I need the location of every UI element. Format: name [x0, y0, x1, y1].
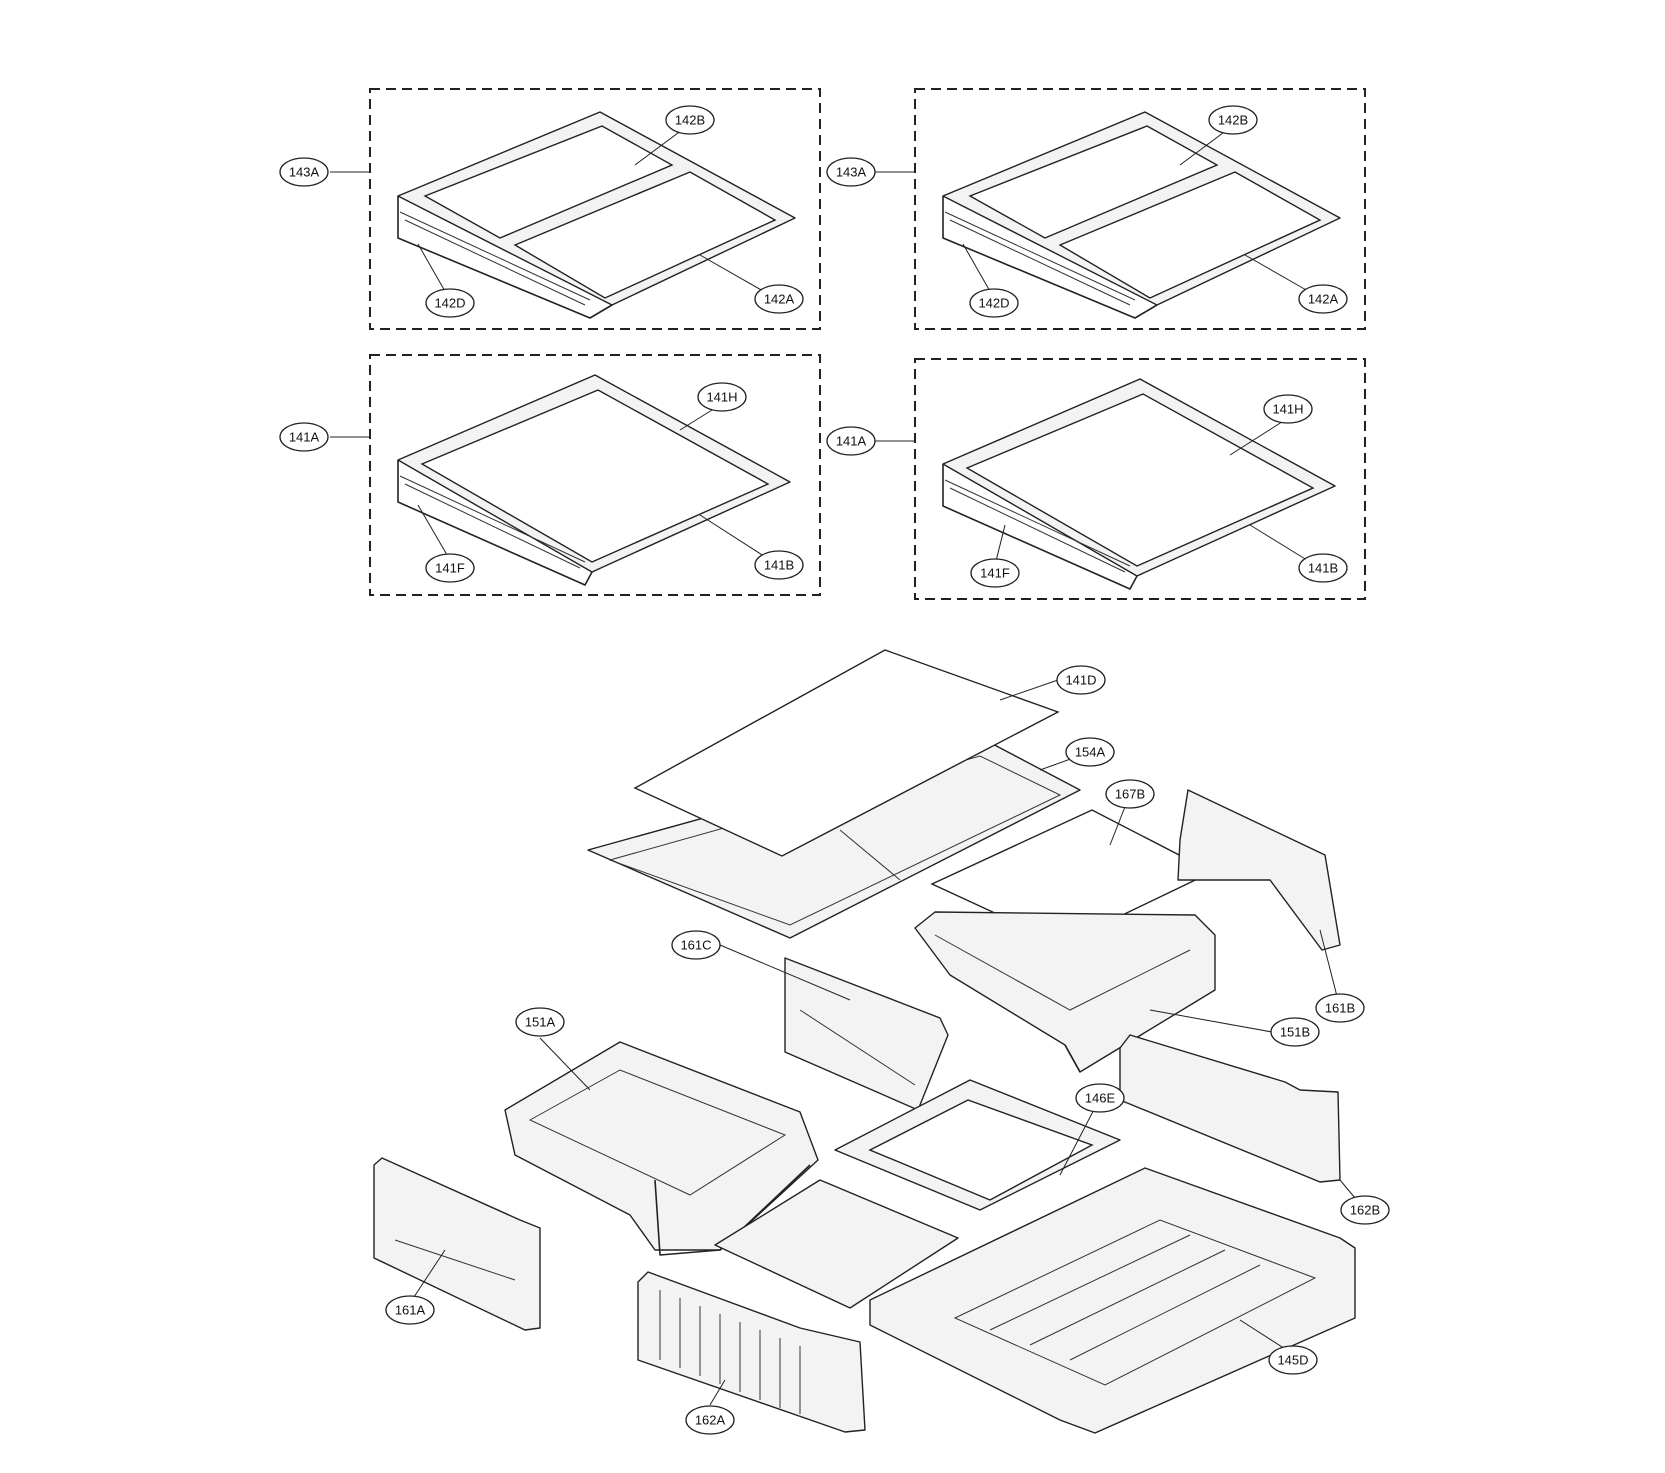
callout-162B: 162B [1340, 1195, 1390, 1225]
callout-145D-label: 145D [1277, 1353, 1308, 1368]
callout-141D-label: 141D [1065, 673, 1096, 688]
callout-142A-right: 142A [1298, 284, 1348, 314]
glass-142A-left [513, 171, 777, 299]
callout-141F-right: 141F [970, 558, 1020, 588]
callout-151B-label: 151B [1280, 1025, 1310, 1040]
panel-161C [784, 957, 949, 1111]
callout-161A-label: 161A [395, 1303, 426, 1318]
callout-142B-right-label: 142B [1218, 113, 1248, 128]
rail-162B [1119, 1034, 1341, 1183]
callout-162A: 162A [685, 1405, 735, 1435]
glass-141H-right [965, 393, 1315, 567]
glass-142B-right [968, 125, 1219, 239]
assembly-box-141A-right [914, 358, 1366, 600]
callout-141F-left-label: 141F [435, 561, 465, 576]
callout-142D-right: 142D [969, 288, 1019, 318]
callout-141H-left: 141H [697, 382, 747, 412]
callout-151A-label: 151A [525, 1015, 556, 1030]
panel-161B [1177, 789, 1341, 951]
assembly-box-143A-left [369, 88, 821, 330]
callout-162A-label: 162A [695, 1413, 726, 1428]
grille-162A [637, 1271, 866, 1433]
callout-142A-left: 142A [754, 284, 804, 314]
assembly-box-141A-left [369, 354, 821, 596]
callout-141F-left: 141F [425, 553, 475, 583]
callout-142B-left-label: 142B [675, 113, 705, 128]
callout-141H-left-label: 141H [706, 390, 737, 405]
tray-145D [869, 1167, 1356, 1434]
shelf-lower-middle [714, 1179, 959, 1309]
callout-142B-right: 142B [1208, 105, 1258, 135]
panel-161A [373, 1157, 541, 1331]
callout-154A-label: 154A [1075, 745, 1106, 760]
glass-142A-right [1058, 171, 1322, 299]
shelf-split-right-group [875, 88, 1366, 330]
callout-161B-label: 161B [1325, 1001, 1355, 1016]
callout-143A-left-label: 143A [289, 165, 320, 180]
callout-141F-right-label: 141F [980, 566, 1010, 581]
callout-161B: 161B [1315, 993, 1365, 1023]
drawer-151B [914, 911, 1216, 1073]
callout-141B-right-label: 141B [1308, 561, 1338, 576]
callout-151B: 151B [1270, 1017, 1320, 1047]
callout-142D-right-label: 142D [978, 296, 1009, 311]
callout-141B-right: 141B [1298, 553, 1348, 583]
callout-141B-left: 141B [754, 550, 804, 580]
callout-161C-label: 161C [680, 938, 711, 953]
glass-141D [633, 649, 1060, 857]
callout-145D: 145D [1268, 1345, 1318, 1375]
callout-142B-left: 142B [665, 105, 715, 135]
assembly-box-143A-right [914, 88, 1366, 330]
callout-143A-right: 143A [826, 157, 876, 187]
crisper-assembly-group [373, 649, 1366, 1434]
callout-141H-right-label: 141H [1272, 402, 1303, 417]
callout-141A-right: 141A [826, 426, 876, 456]
callout-167B: 167B [1105, 779, 1155, 809]
callout-141D: 141D [1056, 665, 1106, 695]
callout-143A-left: 143A [279, 157, 329, 187]
callout-143A-right-label: 143A [836, 165, 867, 180]
callout-141H-right: 141H [1263, 394, 1313, 424]
callout-161C: 161C [671, 930, 721, 960]
callout-167B-label: 167B [1115, 787, 1145, 802]
callout-146E: 146E [1075, 1083, 1125, 1113]
glass-142B-left [423, 125, 674, 239]
shelf-full-right-group [875, 358, 1366, 600]
callout-161A: 161A [385, 1295, 435, 1325]
shelf-full-left-group [330, 354, 821, 596]
callout-142A-left-label: 142A [764, 292, 795, 307]
callout-142A-right-label: 142A [1308, 292, 1339, 307]
callout-141A-left-label: 141A [289, 430, 320, 445]
callout-141A-left: 141A [279, 422, 329, 452]
callout-154A: 154A [1065, 737, 1115, 767]
callout-151A: 151A [515, 1007, 565, 1037]
glass-141H-left [420, 389, 770, 563]
callout-162B-label: 162B [1350, 1203, 1380, 1218]
callout-146E-label: 146E [1085, 1091, 1116, 1106]
callout-141B-left-label: 141B [764, 558, 794, 573]
callout-142D-left: 142D [425, 288, 475, 318]
callout-142D-left-label: 142D [434, 296, 465, 311]
callout-141A-right-label: 141A [836, 434, 867, 449]
shelf-split-left-group [330, 88, 821, 330]
